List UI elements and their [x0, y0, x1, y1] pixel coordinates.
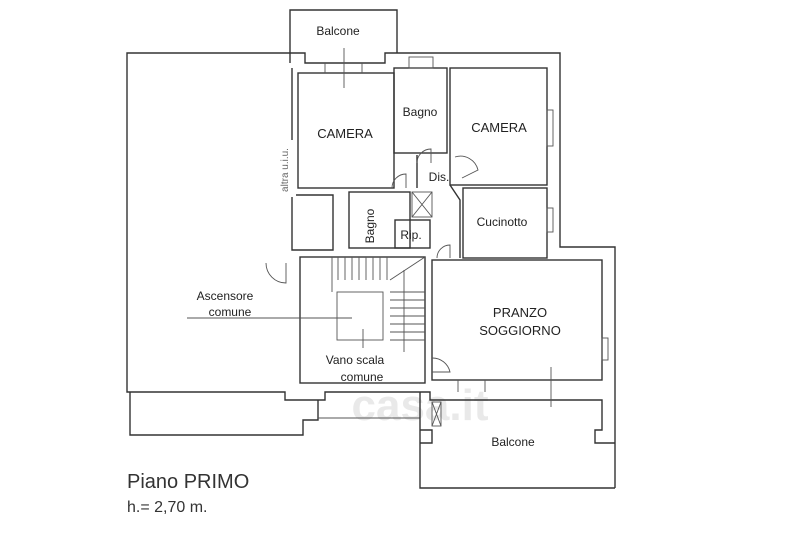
floor-height: h.= 2,70 m.	[127, 499, 208, 516]
label-rip: Rip.	[400, 228, 421, 242]
label-cucinotto: Cucinotto	[477, 215, 528, 229]
label-camera-right: CAMERA	[471, 120, 527, 135]
label-altra-uiu: altra u.i.u.	[280, 148, 291, 192]
walls	[126, 9, 616, 489]
label-dis: Dis.	[429, 170, 450, 184]
label-camera-left: CAMERA	[317, 126, 373, 141]
label-pranzo-1: PRANZO	[493, 305, 547, 320]
label-balcone-bottom: Balcone	[491, 435, 535, 449]
label-ascensore-1: Ascensore	[197, 289, 254, 303]
label-vano-1: Vano scala	[326, 353, 385, 367]
label-bagno-top: Bagno	[403, 105, 438, 119]
label-pranzo-2: SOGGIORNO	[479, 323, 561, 338]
room-labels: Balcone CAMERA Bagno CAMERA Dis. Cucinot…	[197, 24, 561, 449]
label-ascensore-2: comune	[209, 305, 252, 319]
label-balcone-top: Balcone	[316, 24, 360, 38]
label-vano-2: comune	[341, 370, 384, 384]
label-bagno-small: Bagno	[363, 208, 377, 243]
floor-title: Piano PRIMO	[127, 471, 249, 493]
